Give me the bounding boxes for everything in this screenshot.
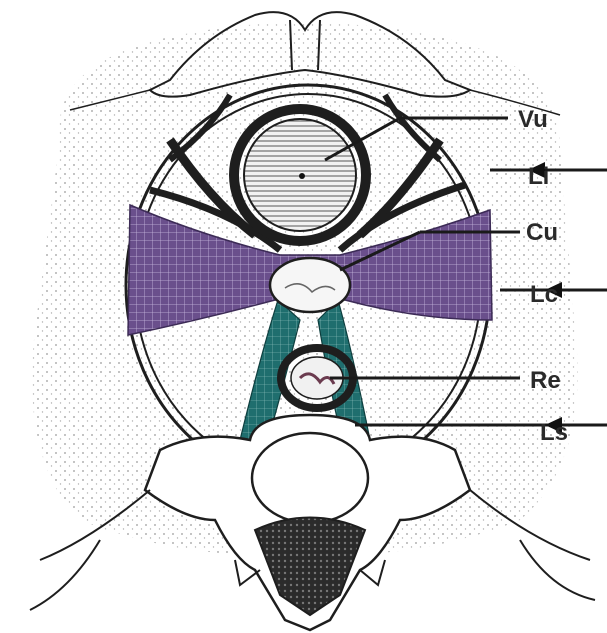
label-li: Li xyxy=(528,163,549,190)
label-vu: Vu xyxy=(518,106,548,133)
cervix xyxy=(270,258,350,312)
bladder xyxy=(234,109,366,241)
label-re: Re xyxy=(530,367,561,394)
label-cu: Cu xyxy=(526,219,558,246)
label-ls: Ls xyxy=(540,419,568,446)
label-lc: Lc xyxy=(530,281,558,308)
